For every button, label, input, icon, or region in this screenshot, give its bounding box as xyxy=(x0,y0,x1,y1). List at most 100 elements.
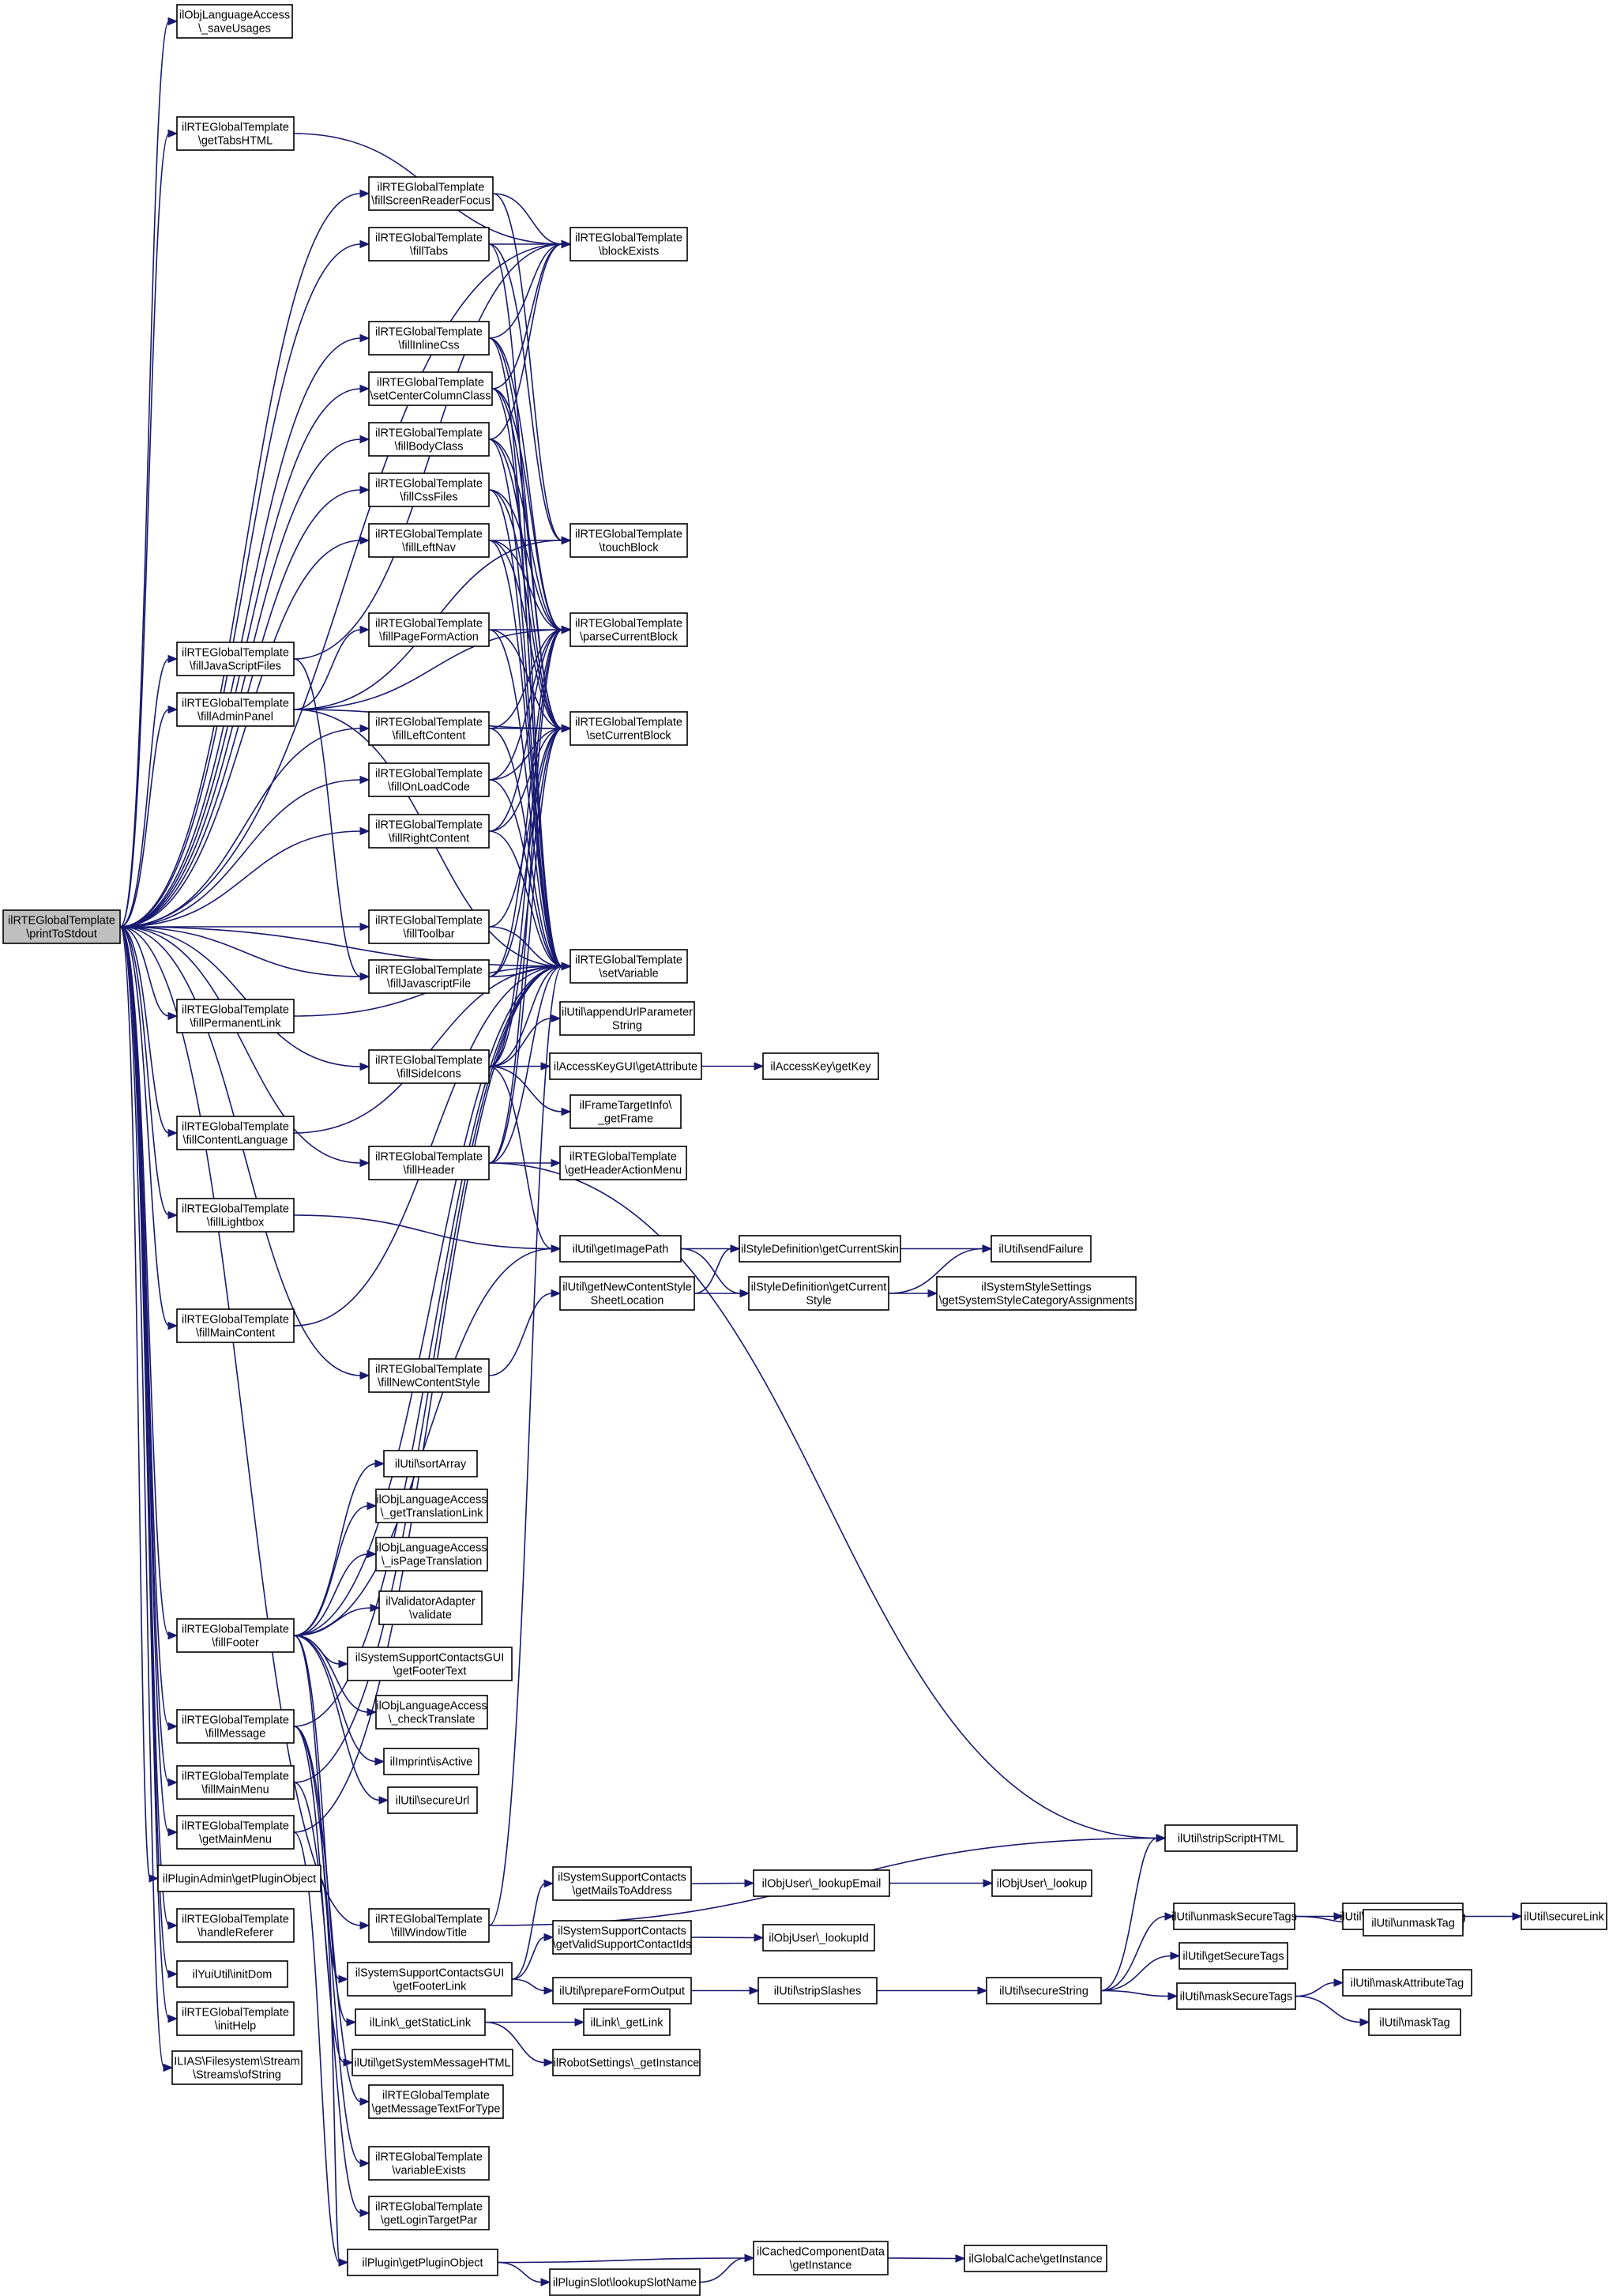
node-ccdGetInstance[interactable]: ilCachedComponentData\getInstance xyxy=(753,2241,889,2275)
node-label: \fillLeftContent xyxy=(393,730,466,743)
node-secureString[interactable]: ilUtil\secureString xyxy=(986,1977,1102,2004)
node-fillHeader[interactable]: ilRTEGlobalTemplate\fillHeader xyxy=(368,1146,490,1180)
node-fillToolbar[interactable]: ilRTEGlobalTemplate\fillToolbar xyxy=(368,909,490,944)
node-fillPageFormAction[interactable]: ilRTEGlobalTemplate\fillPageFormAction xyxy=(368,612,490,647)
node-getFooterLink[interactable]: ilSystemSupportContactsGUI\getFooterLink xyxy=(347,1962,513,1997)
node-fillWindowTitle[interactable]: ilRTEGlobalTemplate\fillWindowTitle xyxy=(368,1908,490,1943)
node-fillMainContent[interactable]: ilRTEGlobalTemplate\fillMainContent xyxy=(176,1308,295,1343)
edge-fillWindowTitle-to-setVariable xyxy=(488,962,572,1926)
node-fillMainMenu[interactable]: ilRTEGlobalTemplate\fillMainMenu xyxy=(176,1765,295,1800)
node-getSystemMessageHTML[interactable]: ilUtil\getSystemMessageHTML xyxy=(351,2049,513,2076)
edge-root-to-fillLightbox xyxy=(119,926,179,1220)
node-box xyxy=(368,1908,490,1943)
node-getMainMenu[interactable]: ilRTEGlobalTemplate\getMainMenu xyxy=(176,1815,295,1850)
node-stripScriptHTML[interactable]: ilUtil\stripScriptHTML xyxy=(1164,1824,1298,1852)
node-fillCssFiles[interactable]: ilRTEGlobalTemplate\fillCssFiles xyxy=(368,472,490,507)
node-getValidSupportContactIds[interactable]: ilSystemSupportContacts\getValidSupportC… xyxy=(552,1920,692,1955)
node-stripSlashes[interactable]: ilUtil\stripSlashes xyxy=(758,1977,878,2004)
node-getMailsToAddress[interactable]: ilSystemSupportContacts\getMailsToAddres… xyxy=(552,1866,692,1901)
node-initHelp[interactable]: ilRTEGlobalTemplate\initHelp xyxy=(176,2001,295,2036)
edge-fillScreenReaderFocus-to-blockExists xyxy=(492,193,572,249)
node-fillOnLoadCode[interactable]: ilRTEGlobalTemplate\fillOnLoadCode xyxy=(368,762,490,797)
node-lookupId[interactable]: ilObjUser\_lookupId xyxy=(762,1924,875,1952)
node-getPluginObject[interactable]: ilPluginAdmin\getPluginObject xyxy=(157,1865,321,1892)
node-label: ilRTEGlobalTemplate xyxy=(575,717,682,729)
node-getTabsHTML[interactable]: ilRTEGlobalTemplate\getTabsHTML xyxy=(176,116,295,151)
node-sortArray[interactable]: ilUtil\sortArray xyxy=(383,1450,478,1477)
node-getLink[interactable]: ilLink\_getLink xyxy=(583,2008,671,2036)
node-robotGetInstance[interactable]: ilRobotSettings\_getInstance xyxy=(552,2049,701,2076)
node-unmaskTag[interactable]: ilUtil\unmaskTag xyxy=(1363,1909,1464,1937)
node-getTranslationLink[interactable]: ilObjLanguageAccess\_getTranslationLink xyxy=(375,1489,488,1523)
node-fillScreenReaderFocus[interactable]: ilRTEGlobalTemplate\fillScreenReaderFocu… xyxy=(368,176,494,211)
node-setCenterColumnClass[interactable]: ilRTEGlobalTemplate\setCenterColumnClass xyxy=(368,371,493,406)
node-initDom[interactable]: ilYuiUtil\initDom xyxy=(176,1960,288,1988)
node-setVariable[interactable]: ilRTEGlobalTemplate\setVariable xyxy=(570,949,688,984)
node-checkTranslate[interactable]: ilObjLanguageAccess\_checkTranslate xyxy=(375,1695,488,1730)
node-gcGetInstance[interactable]: ilGlobalCache\getInstance xyxy=(964,2245,1107,2272)
node-sysStyleAssign[interactable]: ilSystemStyleSettings\getSystemStyleCate… xyxy=(936,1276,1137,1311)
node-handleReferer[interactable]: ilRTEGlobalTemplate\handleReferer xyxy=(176,1908,295,1943)
node-setCurrentBlock[interactable]: ilRTEGlobalTemplate\setCurrentBlock xyxy=(570,711,688,746)
node-label: \getFooterLink xyxy=(393,1981,467,1993)
node-lookup[interactable]: ilObjUser\_lookup xyxy=(991,1869,1092,1897)
node-isPageTranslation[interactable]: ilObjLanguageAccess\_isPageTranslation xyxy=(375,1537,488,1571)
node-getFooterText[interactable]: ilSystemSupportContactsGUI\getFooterText xyxy=(347,1647,513,1681)
node-getImagePath[interactable]: ilUtil\getImagePath xyxy=(559,1235,682,1263)
node-getMessageTextForType[interactable]: ilRTEGlobalTemplate\getMessageTextForTyp… xyxy=(368,2084,504,2119)
node-getCurrentSkin[interactable]: ilStyleDefinition\getCurrentSkin xyxy=(739,1235,901,1263)
node-lookupSlotName[interactable]: ilPluginSlot\lookupSlotName xyxy=(549,2268,701,2296)
node-getLoginTargetPar[interactable]: ilRTEGlobalTemplate\getLoginTargetPar xyxy=(368,2196,490,2230)
node-fillLeftNav[interactable]: ilRTEGlobalTemplate\fillLeftNav xyxy=(368,523,490,558)
node-fillInlineCss[interactable]: ilRTEGlobalTemplate\fillInlineCss xyxy=(368,321,490,356)
node-fillBodyClass[interactable]: ilRTEGlobalTemplate\fillBodyClass xyxy=(368,422,490,457)
node-isActive[interactable]: ilImprint\isActive xyxy=(383,1748,479,1775)
node-maskTag[interactable]: ilUtil\maskTag xyxy=(1368,2008,1461,2036)
node-label: ilRTEGlobalTemplate xyxy=(375,529,483,541)
node-fillJavaScriptFiles[interactable]: ilRTEGlobalTemplate\fillJavaScriptFiles xyxy=(176,642,295,676)
node-ofString[interactable]: ILIAS\Filesystem\Stream\Streams\ofString xyxy=(171,2050,303,2085)
node-getSecureTags[interactable]: ilUtil\getSecureTags xyxy=(1179,1942,1288,1970)
node-fillLeftContent[interactable]: ilRTEGlobalTemplate\fillLeftContent xyxy=(368,711,490,746)
node-pluginGetPluginObject[interactable]: ilPlugin\getPluginObject xyxy=(347,2249,498,2276)
node-prepareFormOutput[interactable]: ilUtil\prepareFormOutput xyxy=(552,1977,692,2004)
node-fillPermanentLink[interactable]: ilRTEGlobalTemplate\fillPermanentLink xyxy=(176,999,295,1033)
node-saveUsages[interactable]: ilObjLanguageAccess\_saveUsages xyxy=(176,4,293,39)
node-box xyxy=(351,2049,513,2076)
node-sendFailure[interactable]: ilUtil\sendFailure xyxy=(991,1235,1092,1263)
edge-fillSideIcons-to-appendUrlParameterString xyxy=(488,1014,562,1067)
node-maskSecureTags[interactable]: ilUtil\maskSecureTags xyxy=(1176,1982,1296,2010)
edge-lookupSlotName-to-ccdGetInstance xyxy=(699,2253,755,2283)
node-getHeaderActionMenu[interactable]: ilRTEGlobalTemplate\getHeaderActionMenu xyxy=(559,1146,687,1180)
node-secureUrl[interactable]: ilUtil\secureUrl xyxy=(387,1786,478,1814)
node-unmaskSecureTags[interactable]: ilUtil\unmaskSecureTags xyxy=(1171,1903,1297,1930)
node-secureLink[interactable]: ilUtil\secureLink xyxy=(1521,1903,1607,1930)
node-fillFooter[interactable]: ilRTEGlobalTemplate\fillFooter xyxy=(176,1618,295,1653)
node-label: ilUtil\secureLink xyxy=(1524,1911,1604,1924)
node-root[interactable]: ilRTEGlobalTemplate\printToStdout xyxy=(2,909,121,944)
node-box xyxy=(368,814,490,849)
node-fillContentLanguage[interactable]: ilRTEGlobalTemplate\fillContentLanguage xyxy=(176,1116,295,1150)
node-fillMessage[interactable]: ilRTEGlobalTemplate\fillMessage xyxy=(176,1709,295,1744)
node-variableExists[interactable]: ilRTEGlobalTemplate\variableExists xyxy=(368,2146,490,2181)
node-fillAdminPanel[interactable]: ilRTEGlobalTemplate\fillAdminPanel xyxy=(176,692,295,727)
node-touchBlock[interactable]: ilRTEGlobalTemplate\touchBlock xyxy=(570,523,688,558)
node-akgGetAttribute[interactable]: ilAccessKeyGUI\getAttribute xyxy=(549,1052,702,1080)
node-lookupEmail[interactable]: ilObjUser\_lookupEmail xyxy=(753,1869,890,1897)
node-akGetKey[interactable]: ilAccessKey\getKey xyxy=(762,1052,879,1080)
node-fillNewContentStyle[interactable]: ilRTEGlobalTemplate\fillNewContentStyle xyxy=(368,1358,490,1393)
node-fillLightbox[interactable]: ilRTEGlobalTemplate\fillLightbox xyxy=(176,1198,295,1233)
node-parseCurrentBlock[interactable]: ilRTEGlobalTemplate\parseCurrentBlock xyxy=(570,612,688,647)
node-blockExists[interactable]: ilRTEGlobalTemplate\blockExists xyxy=(570,227,688,262)
node-fillRightContent[interactable]: ilRTEGlobalTemplate\fillRightContent xyxy=(368,814,490,849)
node-getFrame[interactable]: ilFrameTargetInfo\_getFrame xyxy=(570,1094,682,1129)
node-validate[interactable]: ilValidatorAdapter\validate xyxy=(378,1590,483,1625)
node-fillSideIcons[interactable]: ilRTEGlobalTemplate\fillSideIcons xyxy=(368,1049,490,1084)
node-maskAttributeTag[interactable]: ilUtil\maskAttributeTag xyxy=(1342,1969,1472,1997)
node-fillJavascriptFile[interactable]: ilRTEGlobalTemplate\fillJavascriptFile xyxy=(368,959,490,994)
node-fillTabs[interactable]: ilRTEGlobalTemplate\fillTabs xyxy=(368,227,490,262)
node-getStaticLink[interactable]: ilLink\_getStaticLink xyxy=(355,2008,486,2036)
